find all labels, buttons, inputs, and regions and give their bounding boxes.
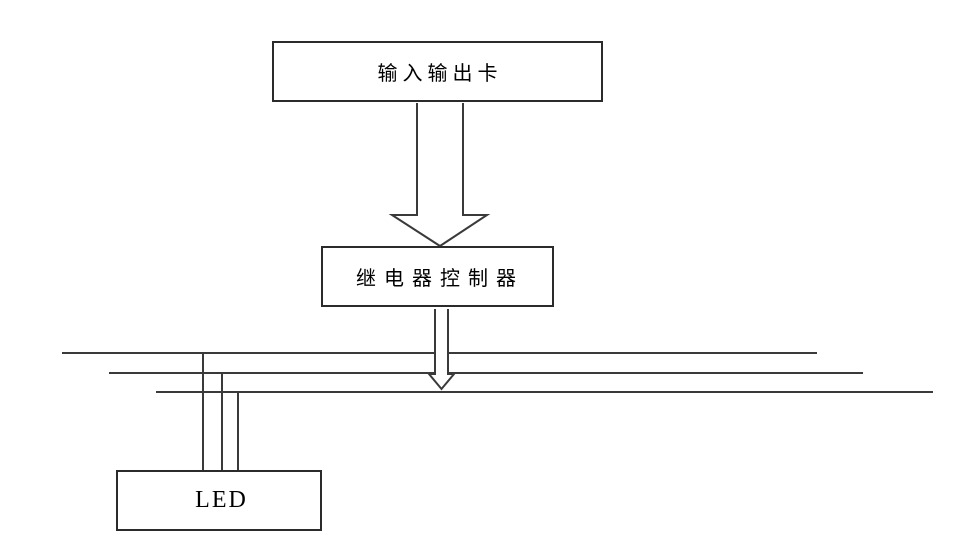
node-relay-controller-label: 继电器控制器 <box>356 268 524 290</box>
large-down-arrow <box>388 103 491 248</box>
node-io-card-label: 输入输出卡 <box>377 63 503 85</box>
small-down-arrow <box>426 309 457 391</box>
node-io-card: 输入输出卡 <box>272 41 603 102</box>
node-relay-controller: 继电器控制器 <box>321 246 554 307</box>
node-led-label: LED <box>195 487 248 513</box>
bus-drop-lines <box>202 353 239 470</box>
node-led: LED <box>116 470 322 531</box>
bus-lines <box>62 352 933 393</box>
